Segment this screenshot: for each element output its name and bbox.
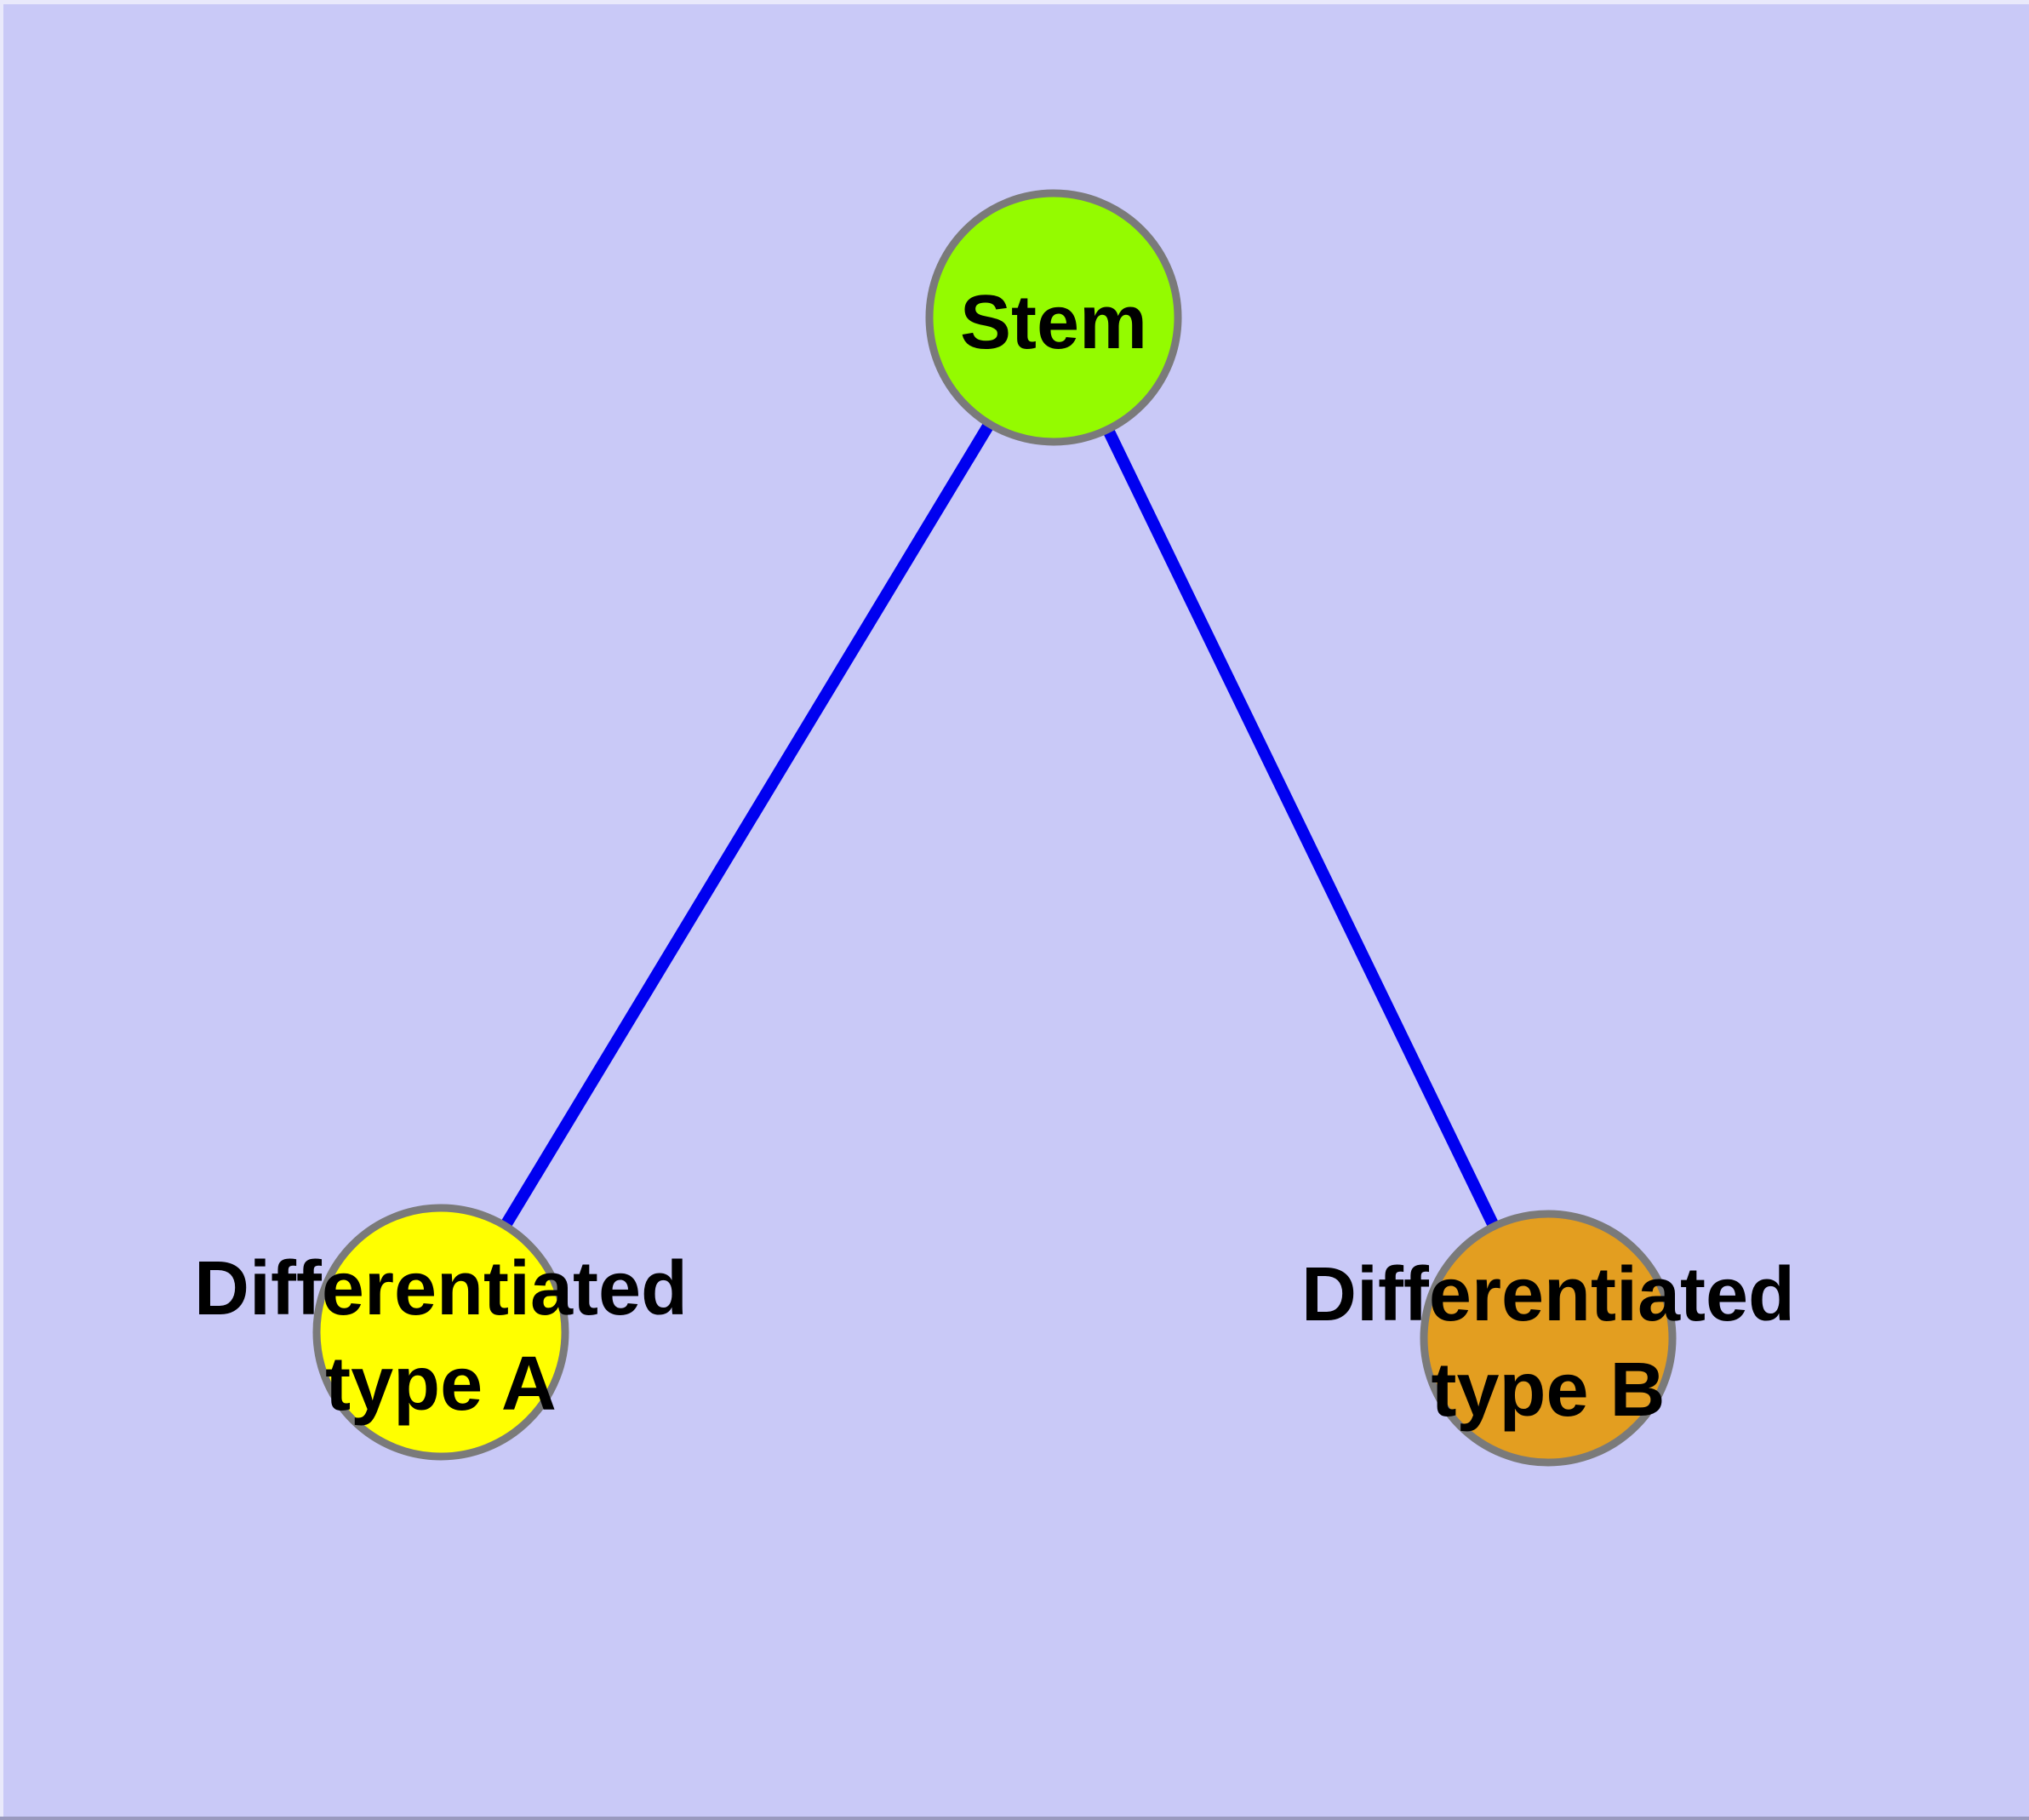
node-differentiated-type-a[interactable] — [312, 1204, 569, 1461]
canvas-bottom-shadow — [0, 1817, 2029, 1820]
node-stem[interactable] — [925, 189, 1182, 446]
canvas-left-highlight — [0, 0, 3, 1820]
node-differentiated-type-b[interactable] — [1420, 1210, 1677, 1467]
canvas-top-highlight — [0, 0, 2029, 4]
edge-stem-to-typeA — [436, 314, 1059, 1336]
edge-stem-to-typeB — [1048, 314, 1554, 1342]
